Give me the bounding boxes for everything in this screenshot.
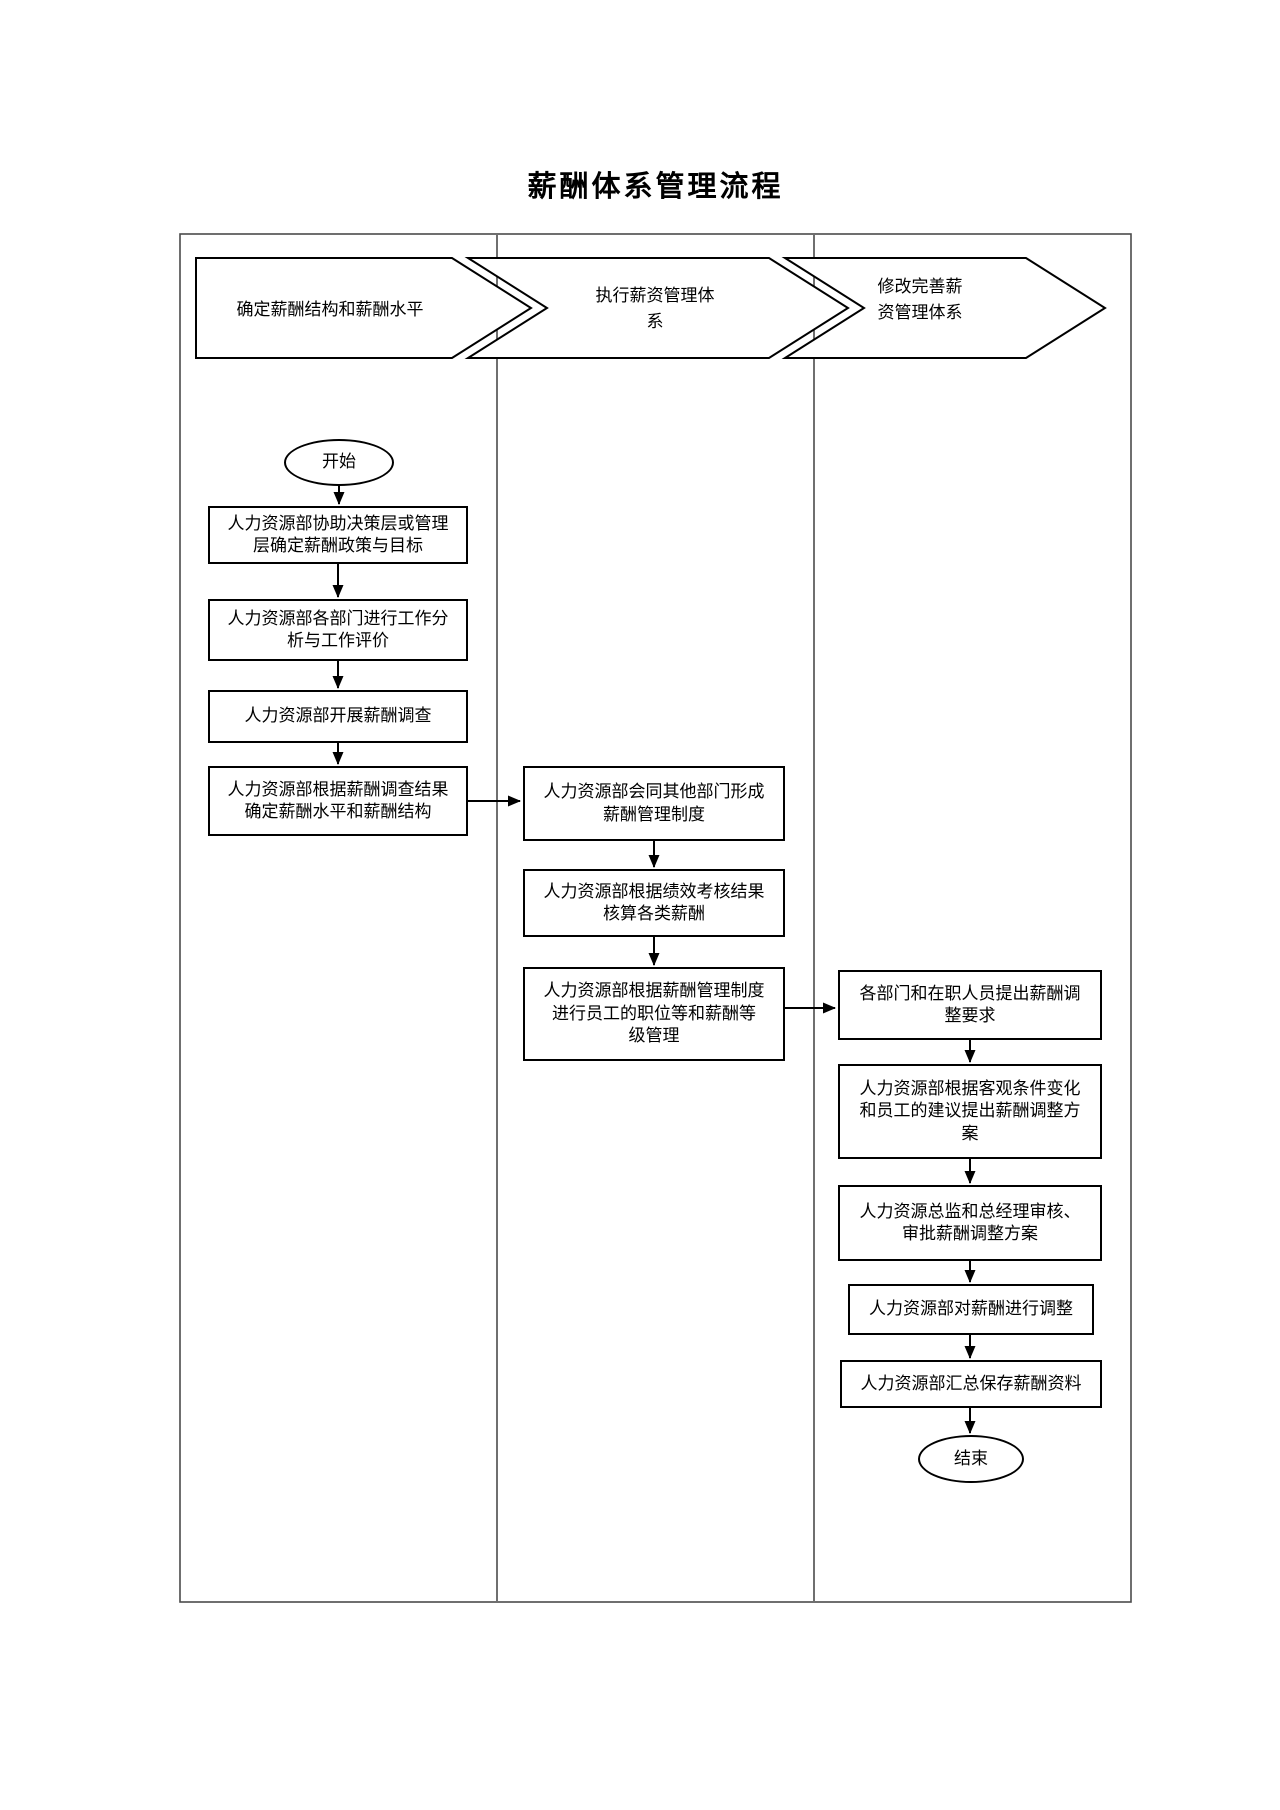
page-title: 薪酬体系管理流程 xyxy=(527,171,784,203)
lane-header-arrow-3 xyxy=(781,257,1107,359)
lane3-process-3: 人力资源总监和总经理审核、 审批薪酬调整方案 xyxy=(838,1185,1102,1261)
lane-header-arrow-2 xyxy=(464,257,850,359)
start-terminator: 开始 xyxy=(284,439,394,486)
lane2-process-3: 人力资源部根据薪酬管理制度 进行员工的职位等和薪酬等 级管理 xyxy=(523,967,785,1061)
lane1-process-4: 人力资源部根据薪酬调查结果 确定薪酬水平和薪酬结构 xyxy=(208,766,468,836)
lane-header-label-2: 执行薪资管理体 系 xyxy=(595,286,715,331)
lane-header-arrow-1 xyxy=(195,257,533,359)
lane3-process-4: 人力资源部对薪酬进行调整 xyxy=(848,1284,1094,1335)
lane3-process-2: 人力资源部根据客观条件变化 和员工的建议提出薪酬调整方 案 xyxy=(838,1064,1102,1159)
lane-header-label-3: 修改完善薪 资管理体系 xyxy=(877,277,963,322)
lane2-process-1: 人力资源部会同其他部门形成 薪酬管理制度 xyxy=(523,766,785,841)
lane3-process-1: 各部门和在职人员提出薪酬调 整要求 xyxy=(838,970,1102,1040)
lane3-process-5: 人力资源部汇总保存薪酬资料 xyxy=(840,1360,1102,1408)
end-terminator: 结束 xyxy=(918,1435,1024,1483)
lane1-process-3: 人力资源部开展薪酬调查 xyxy=(208,690,468,743)
lane1-process-1: 人力资源部协助决策层或管理 层确定薪酬政策与目标 xyxy=(208,506,468,564)
swimlane-frame xyxy=(179,233,1132,1603)
lane-header-label-1: 确定薪酬结构和薪酬水平 xyxy=(236,300,424,319)
lane1-process-2: 人力资源部各部门进行工作分 析与工作评价 xyxy=(208,599,468,661)
lane2-process-2: 人力资源部根据绩效考核结果 核算各类薪酬 xyxy=(523,869,785,937)
